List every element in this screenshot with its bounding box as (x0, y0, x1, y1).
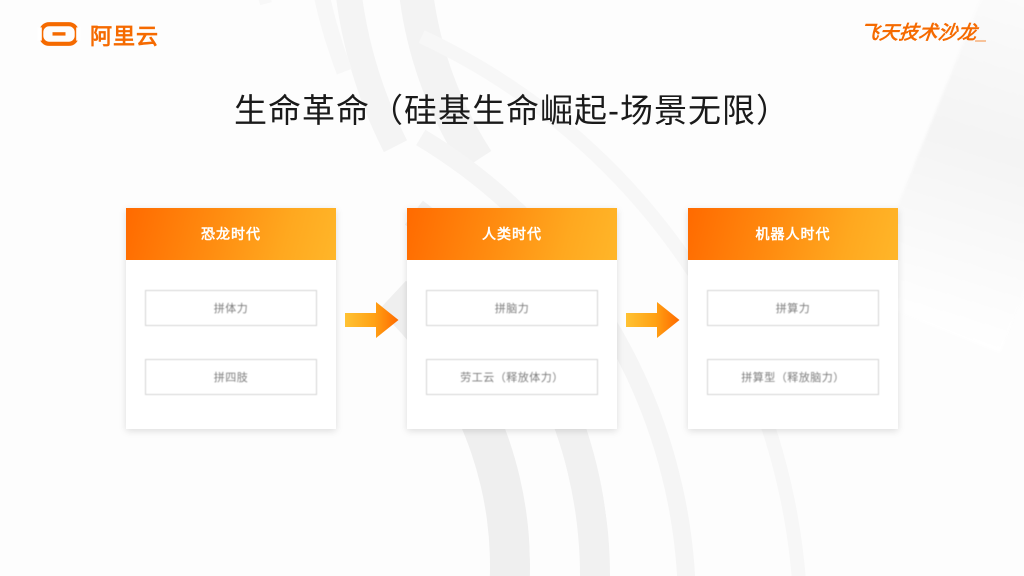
era-card-row[interactable]: 劳工云（释放体力） (426, 359, 598, 395)
era-card-row[interactable]: 拼脑力 (426, 290, 598, 326)
era-card-dinosaur[interactable]: 恐龙时代 拼体力 拼四肢 (126, 208, 336, 429)
era-card-body: 拼体力 拼四肢 (126, 260, 336, 429)
event-logo: 飞天技术沙龙_ (858, 23, 990, 44)
alibaba-cloud-logo: 阿里云 (36, 22, 159, 51)
era-card-title: 人类时代 (407, 208, 617, 260)
page-title: 生命革命（硅基生命崛起-场景无限） (234, 92, 790, 129)
era-card-body: 拼脑力 劳工云（释放体力） (407, 260, 617, 429)
era-progression-diagram: 恐龙时代 拼体力 拼四肢 人类时代 拼脑力 劳工云 (0, 208, 1024, 429)
era-card-row[interactable]: 拼四肢 (145, 359, 317, 395)
brand-name: 阿里云 (90, 23, 160, 49)
era-card-body: 拼算力 拼算型（释放脑力） (688, 260, 898, 429)
right-arrow-icon (344, 300, 399, 345)
arrow-1-container (336, 300, 407, 345)
era-card-title: 恐龙时代 (126, 208, 336, 260)
era-card-row[interactable]: 拼算力 (707, 290, 879, 326)
era-card-robot[interactable]: 机器人时代 拼算力 拼算型（释放脑力） (688, 208, 898, 429)
right-arrow-icon (625, 300, 680, 345)
era-card-title: 机器人时代 (688, 208, 898, 260)
era-card-human[interactable]: 人类时代 拼脑力 劳工云（释放体力） (407, 208, 617, 429)
arrow-2-container (617, 300, 688, 345)
slide-header: 阿里云 飞天技术沙龙_ (0, 0, 1024, 72)
era-card-row[interactable]: 拼算型（释放脑力） (707, 359, 879, 395)
alibaba-cloud-mark-icon (36, 22, 82, 51)
era-card-row[interactable]: 拼体力 (145, 290, 317, 326)
